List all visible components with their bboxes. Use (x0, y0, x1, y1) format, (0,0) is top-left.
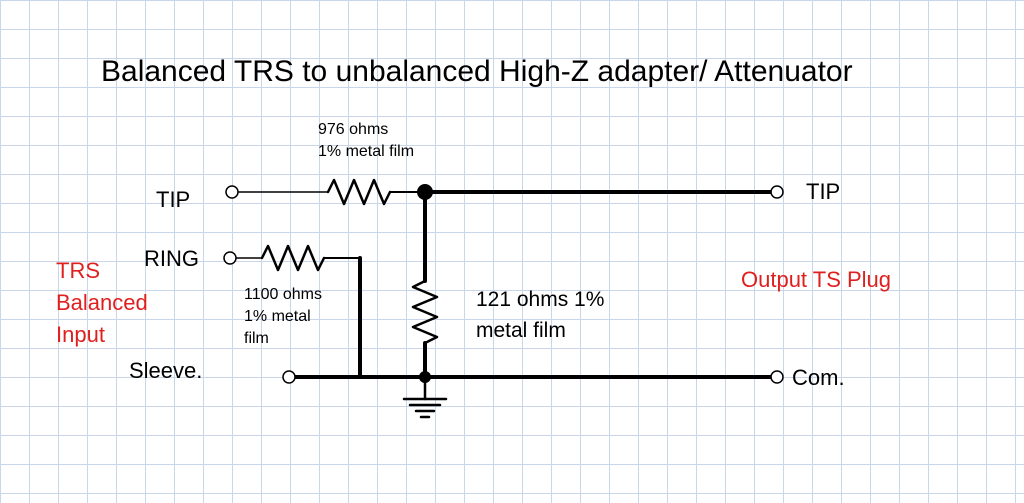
junction-common-node (419, 371, 431, 383)
resistor-1100-label: 1100 ohms 1% metal film (244, 286, 322, 347)
output-common-label: Com. (792, 365, 845, 390)
resistor-976-symbol (326, 178, 392, 206)
input-sleeve-label: Sleeve. (129, 358, 203, 383)
input-group-label: TRS Balanced Input (56, 258, 148, 347)
input-ring-label: RING (144, 246, 199, 271)
input-tip-label: TIP (156, 187, 191, 212)
ground-icon (402, 397, 448, 419)
resistor-976-label: 976 ohms 1% metal film (318, 121, 415, 160)
terminal-input-tip (225, 185, 239, 199)
output-group-label: Output TS Plug (741, 267, 892, 292)
resistor-121-label: 121 ohms 1% metal film (476, 288, 605, 342)
resistor-121-symbol (411, 279, 439, 345)
terminal-input-ring (223, 251, 237, 265)
terminal-input-sleeve (282, 370, 296, 384)
junction-tip-node (417, 184, 433, 200)
terminal-output-common (770, 370, 784, 384)
resistor-1100-symbol (260, 244, 326, 272)
output-tip-label: TIP (806, 179, 841, 204)
terminal-output-tip (770, 185, 784, 199)
diagram-title: Balanced TRS to unbalanced High-Z adapte… (101, 55, 853, 88)
